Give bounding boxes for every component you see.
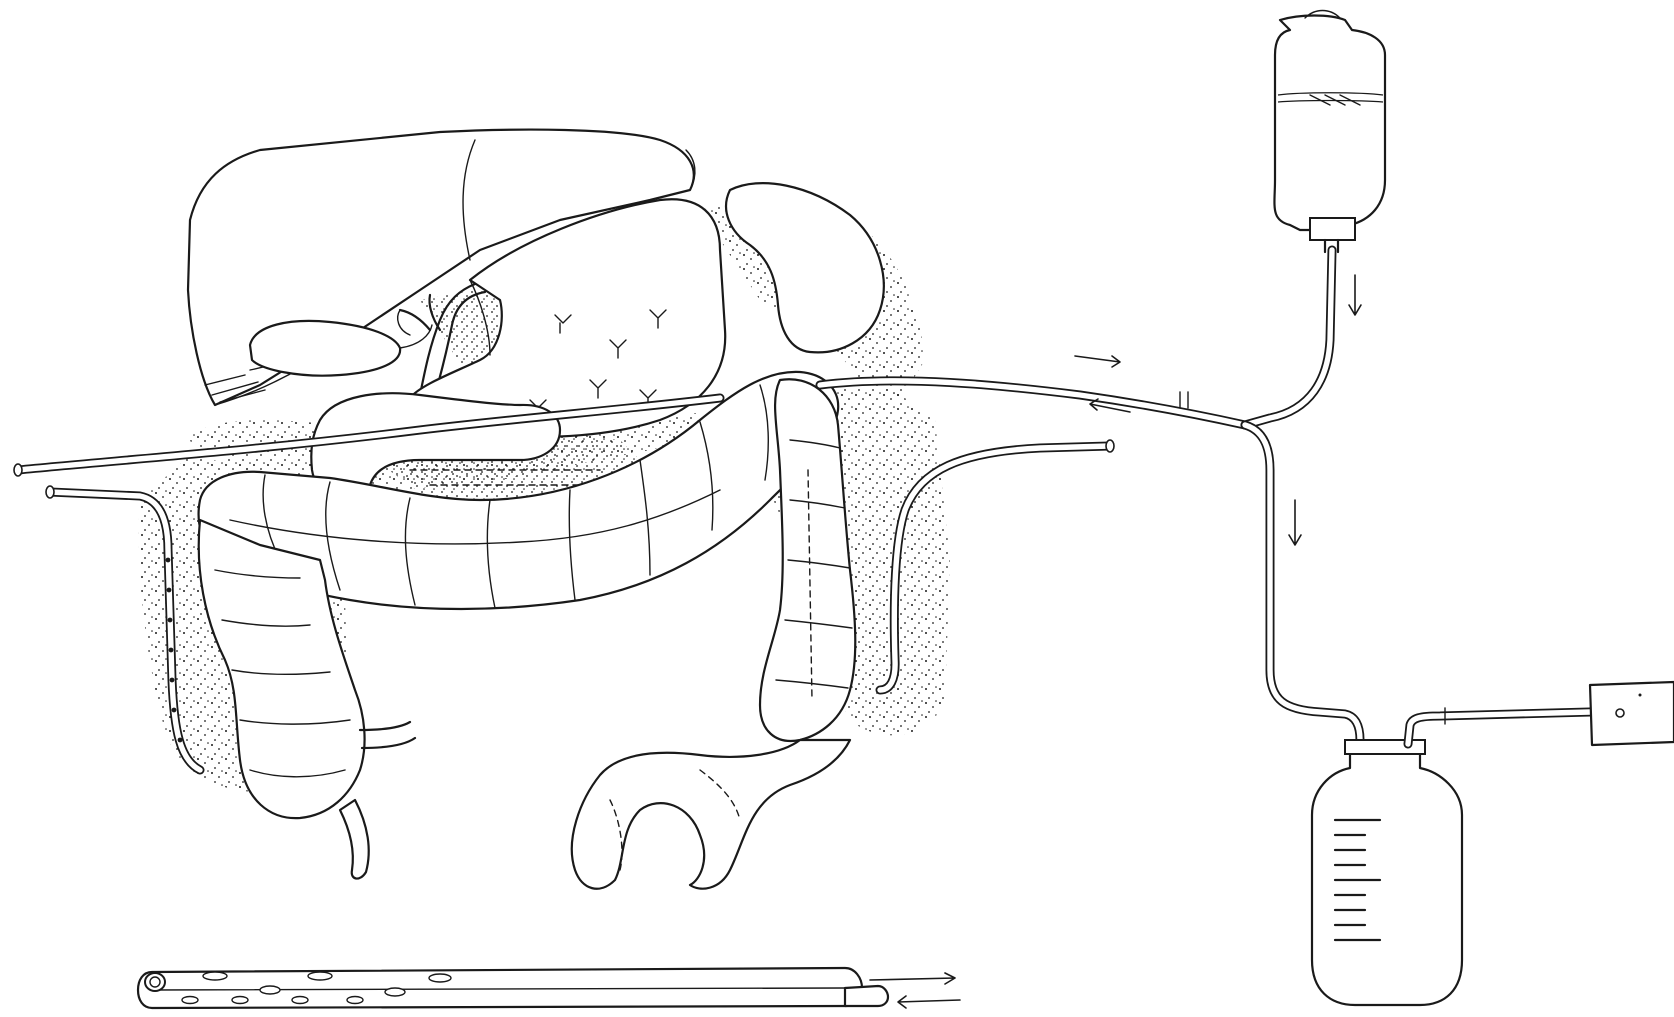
double-lumen-tube-detail — [138, 968, 960, 1008]
inflow-arrow-icon — [1075, 356, 1120, 367]
gallbladder — [250, 321, 432, 376]
irrigation-bottle — [1274, 11, 1385, 253]
detail-outflow-arrow-icon — [898, 996, 960, 1008]
detail-inflow-arrow-icon — [870, 973, 955, 984]
drainage-line — [1245, 425, 1360, 740]
irrigation-flow-arrow-icon — [1349, 275, 1361, 315]
suction-source — [1590, 682, 1674, 745]
vacuum-line — [1408, 708, 1590, 744]
sigmoid-colon — [572, 740, 850, 889]
drainage-flow-arrow-icon — [1289, 500, 1301, 545]
irrigation-line — [1245, 250, 1361, 425]
collection-bottle — [1312, 740, 1462, 1005]
